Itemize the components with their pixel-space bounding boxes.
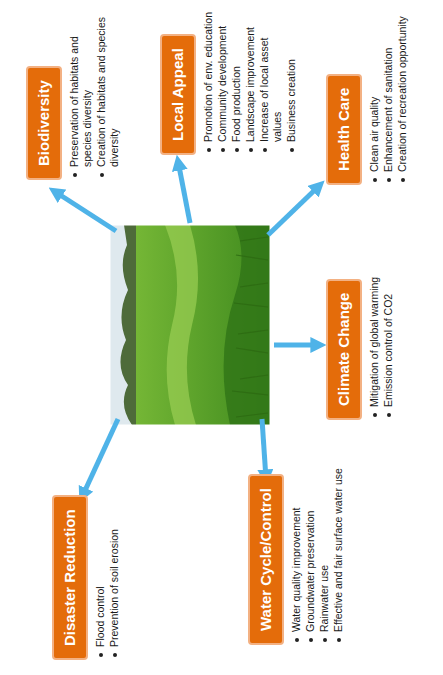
theme-box: Water Cycle/Control — [248, 474, 284, 645]
theme-group: BiodiversityPreservation of habitats and… — [26, 8, 121, 180]
bullet-row: Creation of habitats and species diversi… — [95, 8, 121, 180]
bullet-dot — [401, 178, 405, 182]
bullet-row: Preservation of habitats and species div… — [68, 8, 94, 180]
rice-field-photo — [110, 225, 270, 425]
arrow — [54, 191, 116, 231]
bullet-text: Effective and fair surface water use — [332, 468, 345, 632]
bullet-row: Effective and fair surface water use — [332, 430, 345, 645]
bullet-dot — [309, 638, 313, 642]
bullet-text: Flood control — [94, 586, 107, 647]
bullet-text: Promotion of env. education — [202, 12, 215, 142]
bullet-dot — [207, 148, 211, 152]
bullet-text: Preservation of habitats and species div… — [68, 8, 94, 167]
bullet-dot — [221, 148, 225, 152]
arrow — [178, 161, 190, 223]
bullet-row: Promotion of env. education — [202, 7, 215, 155]
bullet-text: Business creation — [285, 59, 298, 142]
bullet-row: Creation of recreation opportunity — [396, 7, 409, 185]
theme-group: Health Care Clean air qualityEnhancement … — [326, 7, 409, 185]
bullet-dot — [73, 173, 77, 177]
theme-group: Local Appeal Promotion of env. educationC… — [160, 7, 298, 155]
bullet-dot — [290, 148, 294, 152]
bullet-row: Enhancement of sanitation — [382, 7, 395, 185]
bullet-dot — [113, 653, 117, 657]
theme-box: Health Care — [326, 74, 362, 185]
arrow — [274, 343, 320, 348]
bullet-dot — [373, 413, 377, 417]
bullet-row: Business creation — [285, 7, 298, 155]
bullet-row: Emission control of CO2 — [382, 210, 395, 420]
bullet-row: Clean air quality — [368, 7, 381, 185]
bullet-row: Mitigation of global warming — [368, 210, 381, 420]
bullet-text: Clean air quality — [368, 97, 381, 172]
theme-group: Water Cycle/Control Water quality improve… — [248, 430, 345, 645]
bullet-dot — [249, 148, 253, 152]
bullet-dot — [337, 638, 341, 642]
theme-box: Local Appeal — [160, 34, 196, 155]
theme-group: Climate Change Mitigation of global warmi… — [326, 210, 395, 420]
arrow — [262, 419, 266, 479]
bullet-text: Landscape improvement — [244, 27, 257, 142]
bullet-row: Increase of local asset values — [258, 7, 284, 155]
bullet-text: Mitigation of global warming — [368, 277, 381, 407]
bullet-row: Flood control — [94, 440, 107, 660]
bullet-text: Water quality improvement — [290, 508, 303, 633]
arrow — [268, 185, 320, 235]
bullet-row: Rainwater use — [318, 430, 331, 645]
bullet-row: Landscape improvement — [244, 7, 257, 155]
bullet-row: Food production — [230, 7, 243, 155]
arrows — [54, 161, 320, 497]
bullet-text: Creation of habitats and species diversi… — [95, 8, 121, 167]
bullet-dot — [373, 178, 377, 182]
arrow — [82, 419, 118, 497]
bullet-text: Food production — [230, 66, 243, 142]
bullet-text: Increase of local asset values — [258, 7, 284, 142]
bullet-text: Creation of recreation opportunity — [396, 16, 409, 172]
bullet-dot — [100, 173, 104, 177]
bullet-text: Groundwater preservation — [304, 511, 317, 632]
bullet-text: Community development — [216, 26, 229, 142]
bullet-dot — [263, 148, 267, 152]
bullet-dot — [295, 638, 299, 642]
bullet-dot — [387, 413, 391, 417]
theme-box: Climate Change — [326, 279, 362, 420]
theme-box: Biodiversity — [26, 66, 62, 180]
bullet-text: Emission control of CO2 — [382, 294, 395, 407]
bullet-row: Water quality improvement — [290, 430, 303, 645]
bullet-text: Rainwater use — [318, 565, 331, 632]
bullet-dot — [235, 148, 239, 152]
theme-box: Disaster Reduction — [52, 495, 88, 660]
bullet-dot — [323, 638, 327, 642]
bullet-text: Prevention of soil erosion — [108, 529, 121, 647]
bullet-row: Prevention of soil erosion — [108, 440, 121, 660]
bullet-text: Enhancement of sanitation — [382, 48, 395, 172]
bullet-row: Groundwater preservation — [304, 430, 317, 645]
bullet-dot — [387, 178, 391, 182]
bullet-dot — [99, 653, 103, 657]
theme-group: Disaster ReductionFlood controlPreventio… — [52, 440, 121, 660]
bullet-row: Community development — [216, 7, 229, 155]
